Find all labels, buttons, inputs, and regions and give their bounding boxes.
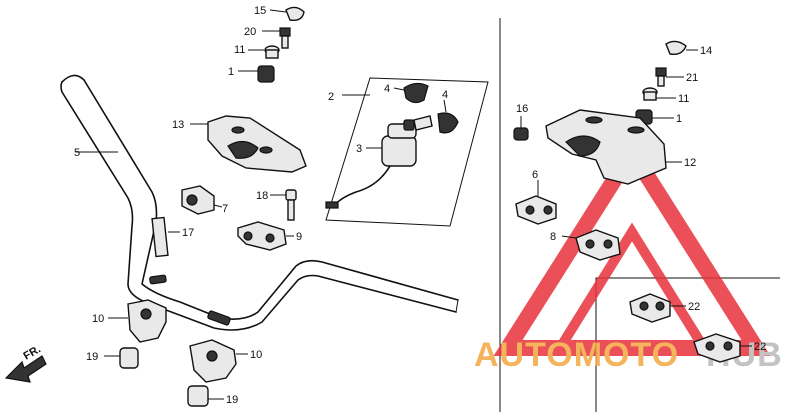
label-16: 16 (516, 103, 528, 115)
handlebar-lower-holder-7 (181, 185, 223, 215)
label-13: 13 (172, 119, 184, 131)
cap-14 (665, 40, 698, 56)
bolt-20 (262, 27, 291, 49)
washer-11b (642, 87, 676, 101)
handlebar-upper-holder-12 (545, 109, 682, 185)
ignition-switch-box (325, 77, 489, 227)
label-22a: 22 (688, 301, 700, 313)
damper-19a (104, 347, 139, 369)
label-19a: 19 (86, 351, 98, 363)
key-cylinder-cover-4b (437, 99, 459, 134)
label-1a: 1 (228, 66, 234, 78)
label-21: 21 (686, 72, 698, 84)
label-8: 8 (550, 231, 556, 243)
washer-11a (248, 45, 280, 59)
handlebar-lower-holder-9 (237, 221, 294, 251)
handlebar-holder-10a (108, 299, 167, 343)
part-labels: 15 20 11 1 13 5 7 18 17 9 10 19 10 19 2 … (74, 5, 766, 406)
nut-1a (238, 65, 275, 83)
handlebar-upper-holder-13 (190, 115, 307, 173)
label-15: 15 (254, 5, 266, 17)
damper-19b (187, 385, 224, 407)
grip-17 (151, 216, 180, 258)
watermark-text-orange: AUTOMOTO (474, 336, 679, 374)
label-22b: 22 (754, 341, 766, 353)
label-12: 12 (684, 157, 696, 169)
cap-15 (269, 6, 305, 22)
handlebar-lower-holder-22a (629, 293, 686, 323)
label-19b: 19 (226, 394, 238, 406)
handlebar-lower-holder-8 (561, 229, 621, 261)
label-2: 2 (328, 91, 334, 103)
label-14: 14 (700, 45, 712, 57)
ignition-switch-3 (325, 115, 433, 209)
label-10a: 10 (92, 313, 104, 325)
label-1b: 1 (676, 113, 682, 125)
watermark-logo: AUTOMOTO HUB (474, 137, 782, 374)
label-4b: 4 (442, 89, 448, 101)
label-11a: 11 (234, 44, 245, 56)
label-10b: 10 (250, 349, 262, 361)
handlebar (60, 74, 459, 331)
label-6: 6 (532, 169, 538, 181)
key-cylinder-cover-4a (393, 82, 429, 104)
handlebar-lower-holder-6 (515, 180, 557, 225)
label-5: 5 (74, 147, 80, 159)
bolt-18 (270, 189, 297, 221)
label-17: 17 (182, 227, 194, 239)
handlebar-lower-holder-22b (693, 333, 752, 363)
handlebar-holder-10b (189, 339, 248, 383)
direction-arrow: FR. (4, 343, 47, 383)
label-7: 7 (222, 203, 228, 215)
label-11b: 11 (678, 93, 689, 105)
damper-16 (513, 116, 529, 141)
label-20: 20 (244, 26, 256, 38)
bolt-21 (655, 67, 684, 87)
label-18: 18 (256, 190, 268, 202)
label-4a: 4 (384, 83, 390, 95)
label-9: 9 (296, 231, 302, 243)
label-3: 3 (356, 143, 362, 155)
